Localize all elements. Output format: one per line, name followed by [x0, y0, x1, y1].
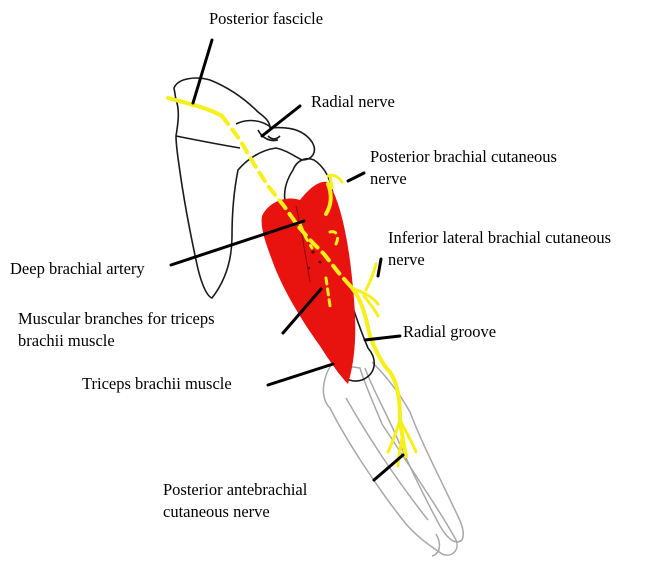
label-posterior-brachial-cutaneous-line2: nerve: [370, 169, 407, 189]
label-muscular-branches-line2: brachii muscle: [18, 331, 115, 351]
forearm-bones: [323, 362, 463, 556]
label-radial-nerve: Radial nerve: [311, 92, 395, 112]
label-posterior-antebrachial-line1: Posterior antebrachial: [163, 480, 307, 500]
label-radial-groove: Radial groove: [403, 322, 496, 342]
label-posterior-fascicle: Posterior fascicle: [209, 9, 323, 29]
leader-posterior-antebrachial: [374, 455, 403, 480]
leader-inferior-lateral: [378, 259, 381, 276]
label-inferior-lateral-line2: nerve: [388, 250, 425, 270]
label-triceps: Triceps brachii muscle: [82, 374, 232, 394]
label-deep-brachial-artery: Deep brachial artery: [10, 259, 145, 279]
label-posterior-antebrachial-line2: cutaneous nerve: [163, 502, 270, 522]
label-inferior-lateral-line1: Inferior lateral brachial cutaneous: [388, 228, 611, 248]
leader-triceps: [268, 364, 333, 385]
triceps-muscle: [262, 182, 356, 384]
label-muscular-branches-line1: Muscular branches for triceps: [18, 309, 215, 329]
label-posterior-brachial-cutaneous-line1: Posterior brachial cutaneous: [370, 147, 557, 167]
leader-posterior-brachial-cutaneous: [348, 173, 364, 181]
leader-posterior-fascicle: [193, 40, 212, 103]
